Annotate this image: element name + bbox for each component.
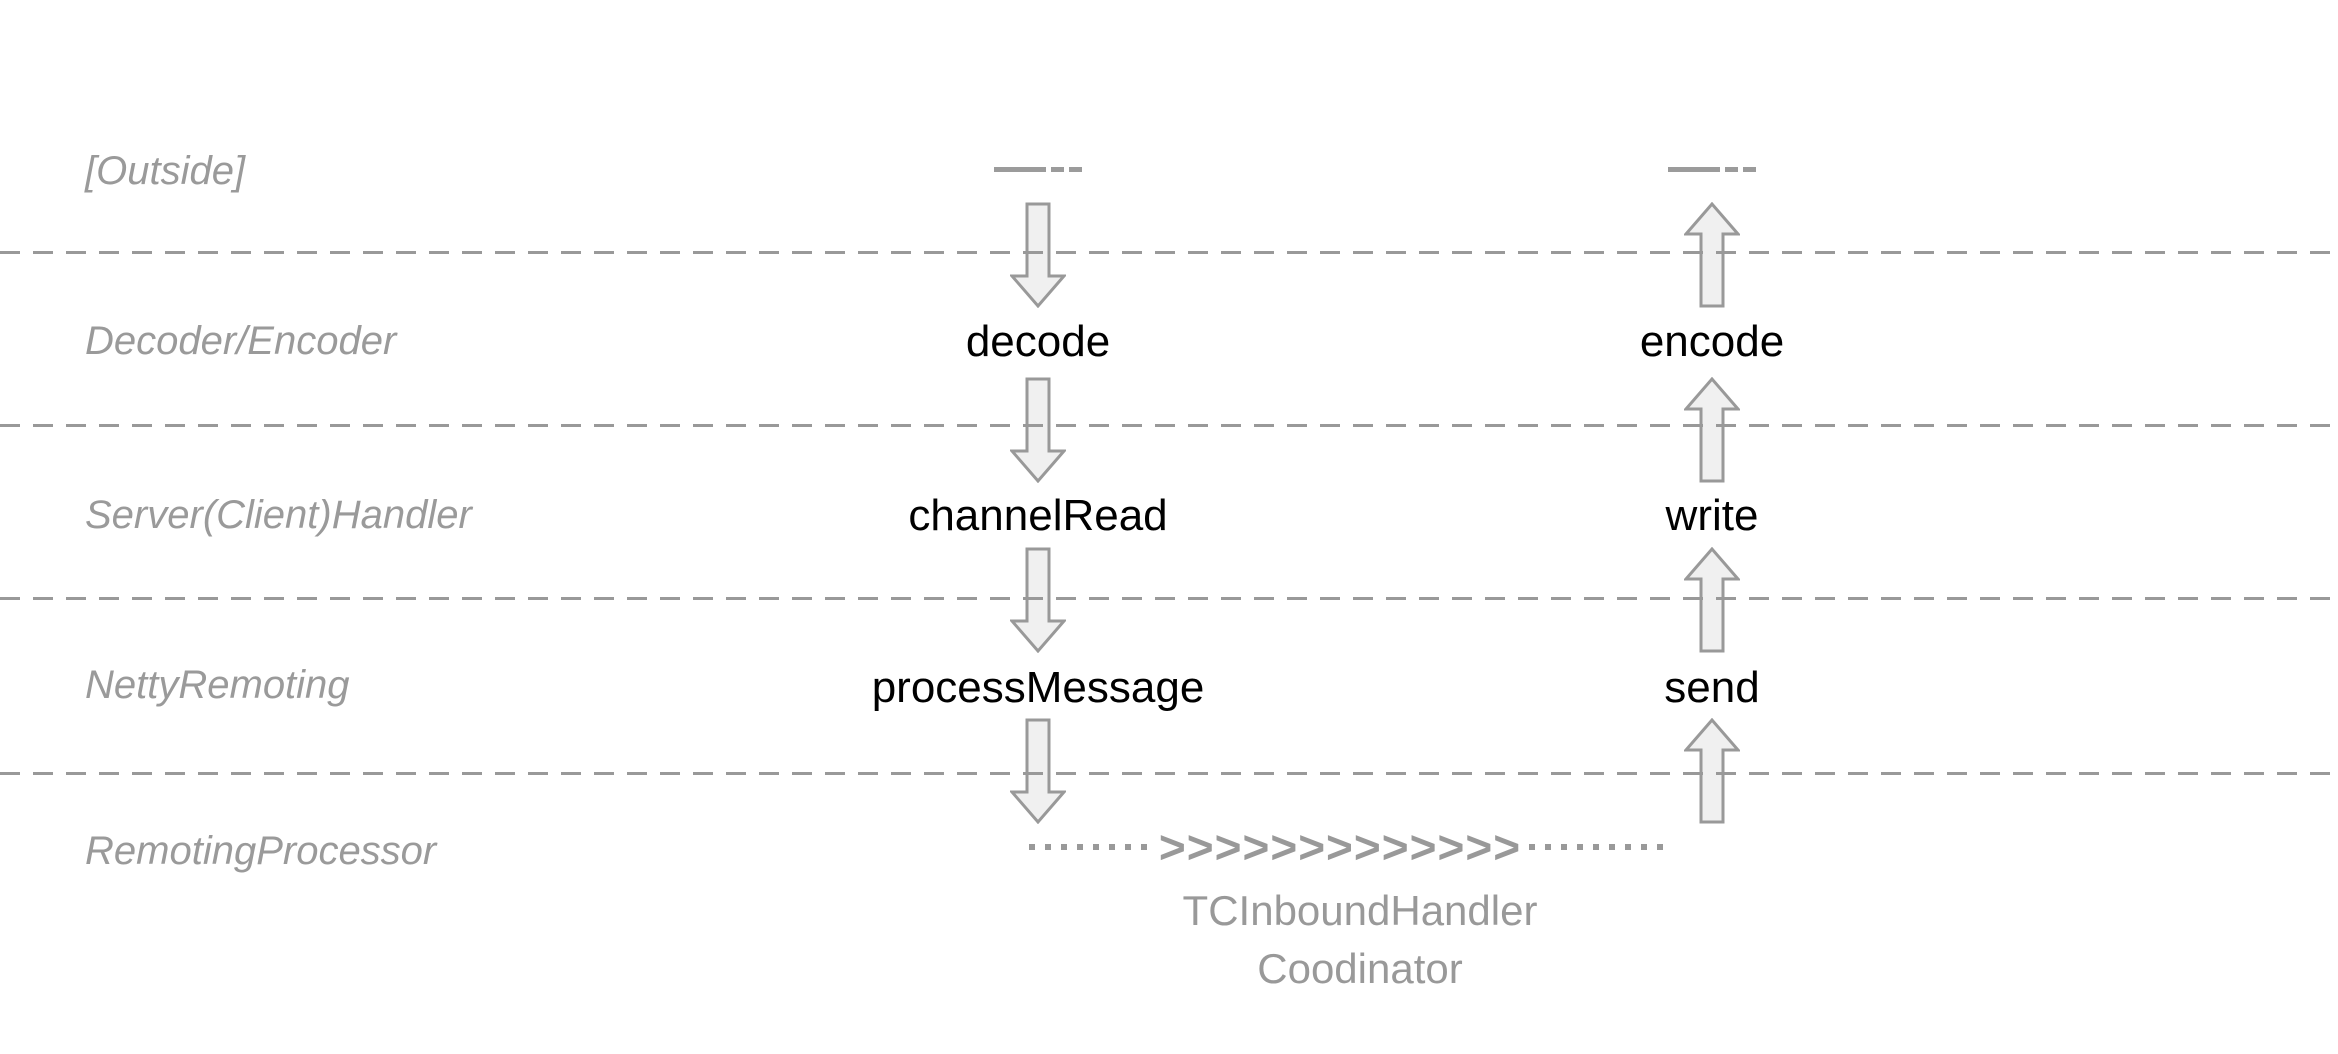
down-arrow-icon [1010, 202, 1066, 308]
step-send: send [1664, 663, 1760, 712]
layer-divider [0, 424, 2338, 427]
step-decode: decode [965, 317, 1111, 366]
up-arrow-icon [1684, 202, 1740, 308]
handoff-label-line1: TCInboundHandler [1182, 887, 1538, 934]
layer-divider [0, 597, 2338, 600]
handoff-label: TCInboundHandler Coodinator [1183, 882, 1538, 998]
up-arrow-icon [1684, 377, 1740, 483]
mark-short-dash [1725, 167, 1738, 172]
mark-long-dash [1668, 167, 1720, 172]
layer-label-decoder-encoder: Decoder/Encoder [85, 319, 397, 363]
layer-label-remoting-processor: RemotingProcessor [85, 829, 437, 873]
outbound-source-mark [1668, 167, 1756, 172]
down-arrow-icon [1010, 547, 1066, 653]
inbound-source-mark [994, 167, 1082, 172]
down-arrow-icon [1010, 718, 1066, 824]
layer-divider [0, 772, 2338, 775]
layer-label-outside: [Outside] [85, 149, 246, 193]
layer-label-netty-remoting: NettyRemoting [85, 663, 350, 707]
up-arrow-icon [1684, 547, 1740, 653]
mark-short-dash [1069, 167, 1082, 172]
layer-label-server-handler: Server(Client)Handler [85, 493, 472, 537]
mark-short-dash [1743, 167, 1756, 172]
dotted-segment [1529, 844, 1672, 850]
dotted-segment [1028, 844, 1151, 850]
up-arrow-icon [1684, 718, 1740, 824]
handoff-label-line2: Coodinator [1257, 945, 1463, 992]
handoff-flow-line: >>>>>>>>>>>>> [1000, 824, 1700, 870]
down-arrow-icon [1010, 377, 1066, 483]
step-encode: encode [1639, 317, 1785, 366]
step-processmessage: processMessage [871, 663, 1205, 712]
step-channelread: channelRead [908, 491, 1168, 540]
layer-divider [0, 251, 2338, 254]
step-write: write [1665, 491, 1759, 540]
mark-short-dash [1051, 167, 1064, 172]
mark-long-dash [994, 167, 1046, 172]
chevron-flow-icon: >>>>>>>>>>>>> [1158, 821, 1522, 873]
